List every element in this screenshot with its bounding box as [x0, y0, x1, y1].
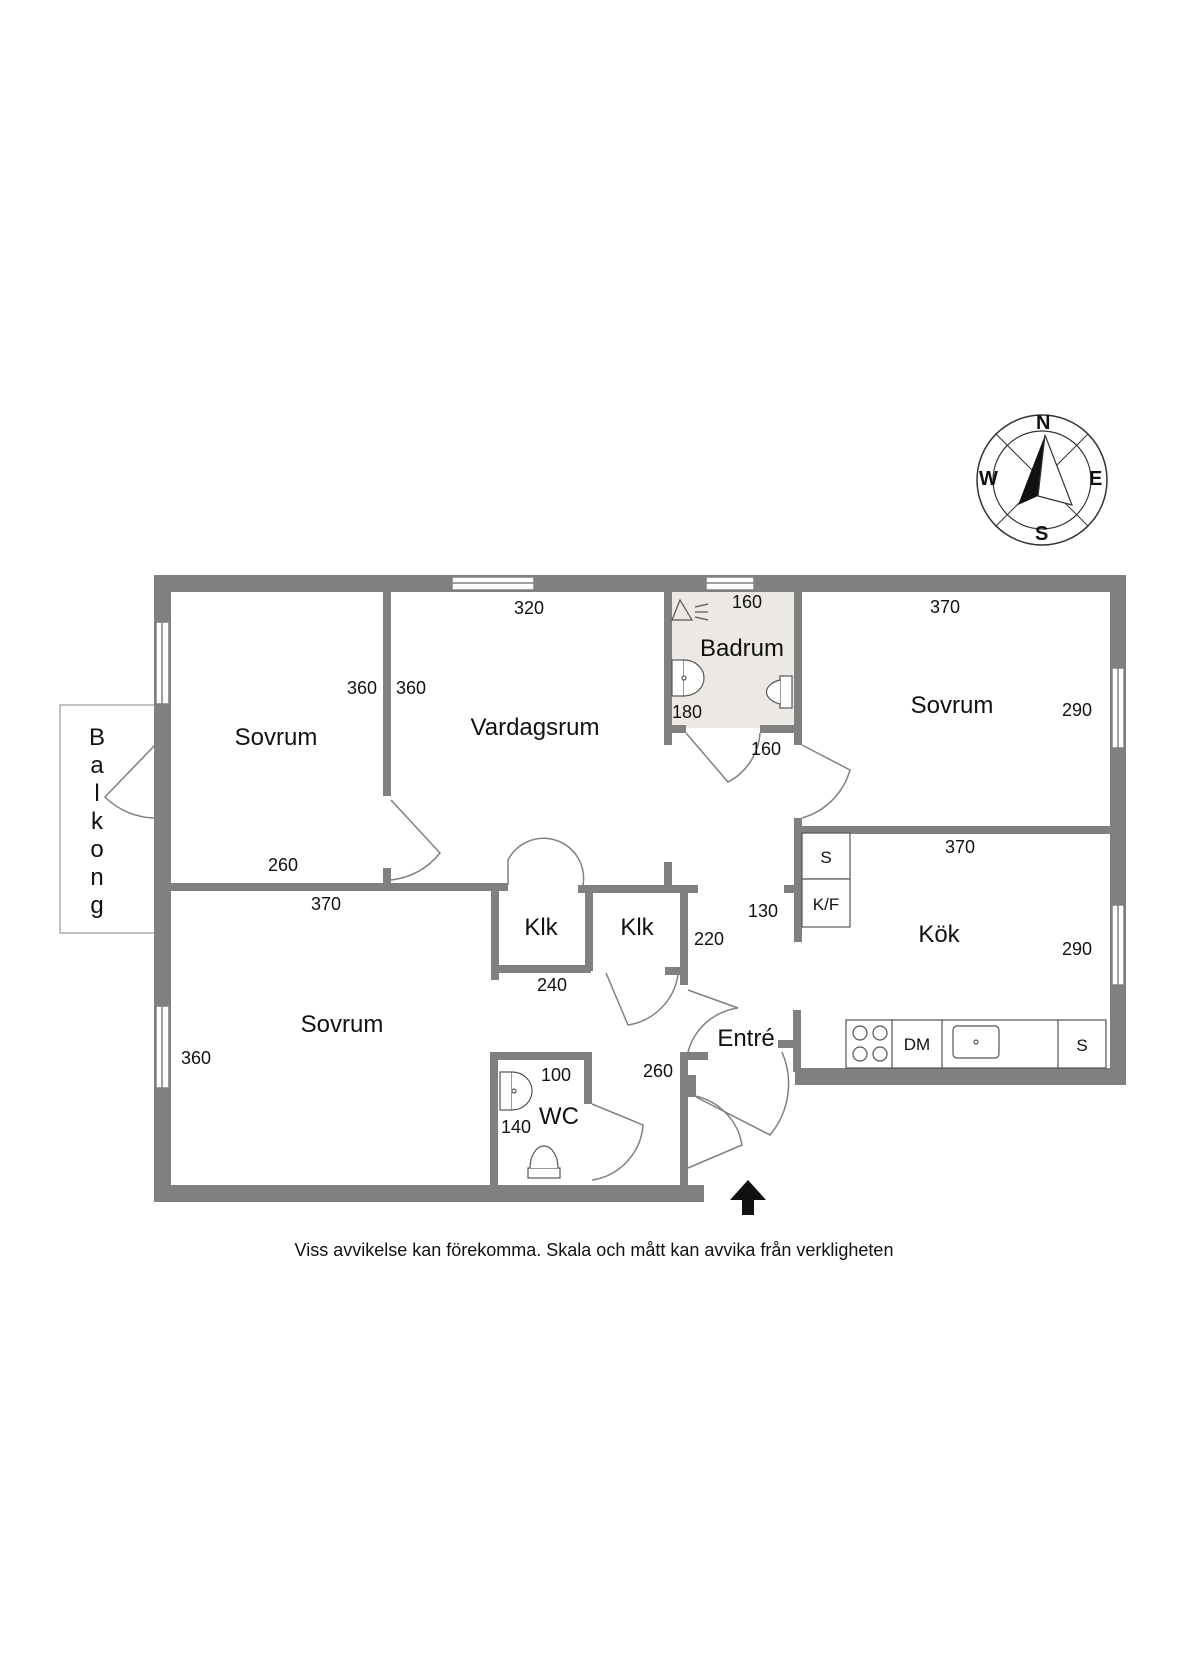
- dim-hall-width: 160: [751, 739, 781, 759]
- room-label-klk-1: Klk: [524, 914, 558, 941]
- balkong-letter: k: [91, 808, 104, 835]
- room-label-entre: Entré: [717, 1025, 774, 1052]
- dim-vardagsrum-height: 360: [396, 678, 426, 698]
- stove-icon: [852, 1025, 888, 1062]
- dishwasher-label: DM: [904, 1035, 930, 1054]
- compass-north: N: [1036, 412, 1050, 434]
- room-label-sovrum-sw: Sovrum: [301, 1011, 384, 1038]
- dim-badrum-width: 160: [732, 592, 762, 612]
- balkong-letter: a: [90, 752, 104, 779]
- balkong-letter: o: [90, 836, 103, 863]
- dim-wc-width: 100: [541, 1065, 571, 1085]
- entrance-arrow-icon: [730, 1180, 766, 1215]
- room-label-wc: WC: [539, 1103, 579, 1130]
- bathroom-floor: [670, 592, 796, 728]
- shower-icon: [671, 598, 709, 621]
- room-label-klk-2: Klk: [620, 914, 654, 941]
- room-label-sovrum-ne: Sovrum: [911, 692, 994, 719]
- fridge-s-label: S: [820, 848, 831, 867]
- dim-sovrum-sw-height: 360: [181, 1048, 211, 1068]
- dim-hall-220: 220: [694, 929, 724, 949]
- doors: [103, 732, 851, 1181]
- room-label-badrum: Badrum: [700, 635, 784, 662]
- compass-south: S: [1035, 523, 1048, 545]
- compass-west: W: [979, 468, 998, 490]
- cabinet-s-label: S: [1076, 1036, 1087, 1055]
- dim-vardagsrum-width: 320: [514, 598, 544, 618]
- windows: [155, 576, 1125, 1089]
- toilet-icon: [765, 675, 793, 709]
- room-label-vardagsrum: Vardagsrum: [471, 714, 600, 741]
- wc-sink-icon: [499, 1071, 533, 1111]
- dim-sovrum-ne-height: 290: [1062, 700, 1092, 720]
- dim-sovrum-ne-width: 370: [930, 597, 960, 617]
- balkong-letter: B: [89, 724, 105, 751]
- dim-kok-width: 370: [945, 837, 975, 857]
- dim-sovrum-sw-width: 370: [311, 894, 341, 914]
- dim-wc-height: 140: [501, 1117, 531, 1137]
- room-label-kok: Kök: [918, 921, 960, 948]
- compass-icon: N E S W: [976, 412, 1108, 546]
- disclaimer-text: Viss avvikelse kan förekomma. Skala och …: [294, 1240, 894, 1260]
- balkong-letter: l: [94, 780, 99, 807]
- kitchen-fixtures: [801, 832, 1107, 1069]
- fridge-kf-label: K/F: [813, 895, 839, 914]
- balkong-letter: g: [90, 892, 103, 919]
- dim-kok-height: 290: [1062, 939, 1092, 959]
- wc-toilet-icon: [527, 1145, 561, 1179]
- compass-east: E: [1089, 468, 1102, 490]
- dim-sovrum-nw-width: 260: [268, 855, 298, 875]
- interior-walls: [168, 590, 1114, 1192]
- balcony: [59, 704, 156, 934]
- balkong-letter: n: [90, 864, 103, 891]
- dim-hall-130: 130: [748, 901, 778, 921]
- room-label-sovrum-nw: Sovrum: [235, 724, 318, 751]
- dim-badrum-height: 180: [672, 702, 702, 722]
- dim-klk-240: 240: [537, 975, 567, 995]
- sink-icon: [671, 659, 705, 697]
- dim-sovrum-nw-height: 360: [347, 678, 377, 698]
- dim-entre-260: 260: [643, 1061, 673, 1081]
